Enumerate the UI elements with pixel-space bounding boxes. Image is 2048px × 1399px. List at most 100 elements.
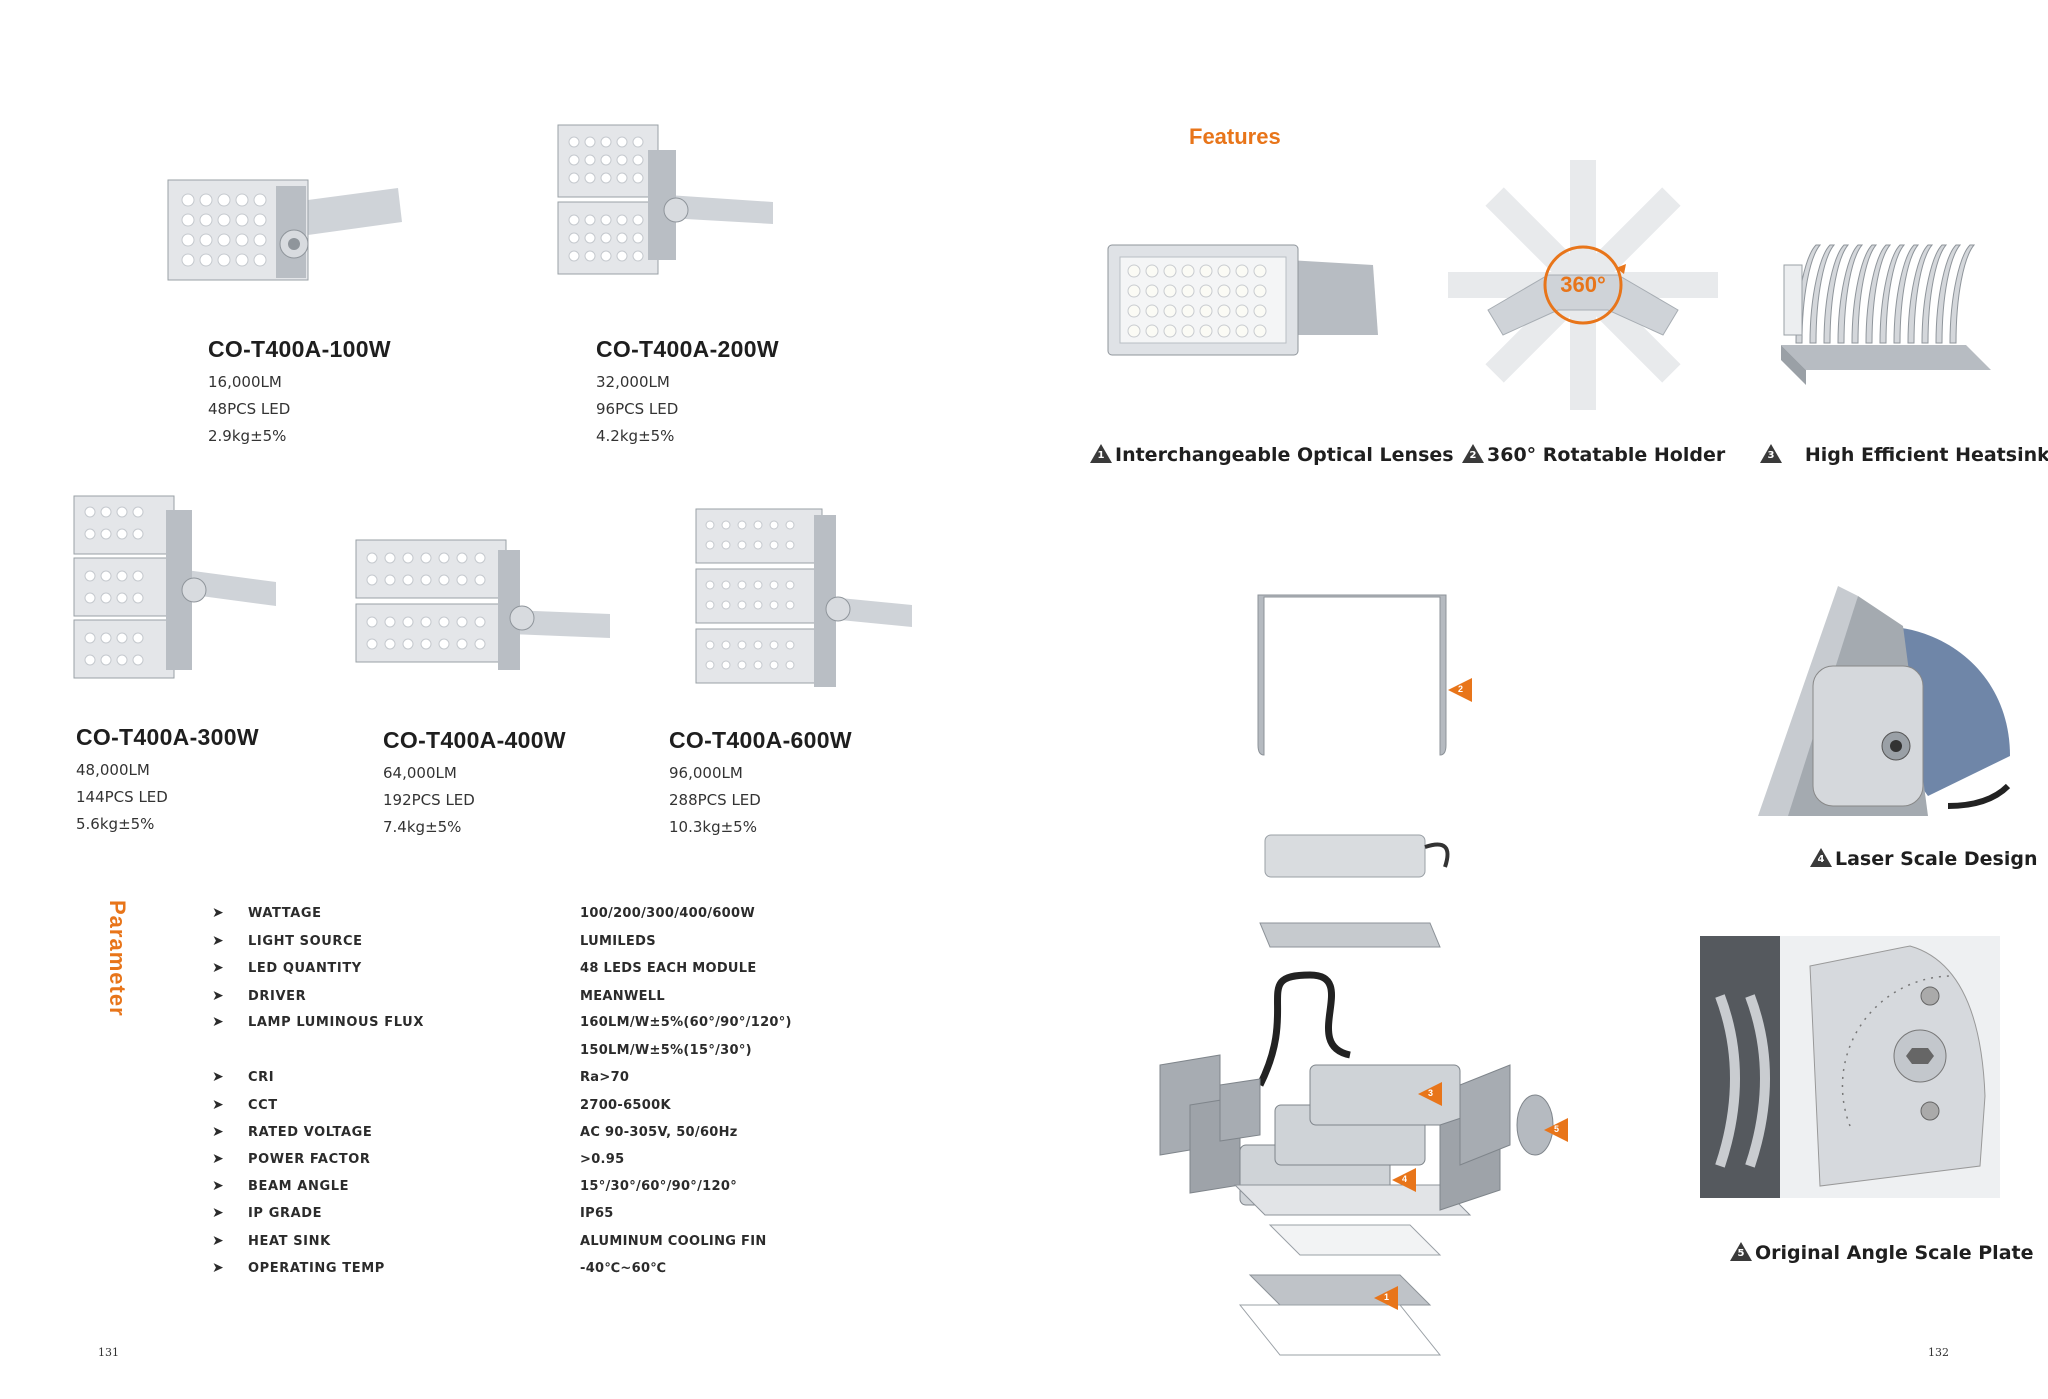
exploded-view-diagram: [1159, 594, 1554, 1356]
param-name: CCT: [248, 1097, 278, 1113]
arrow-icon: ➤: [212, 1013, 224, 1029]
callout-marker-3: 3: [1418, 1082, 1442, 1106]
arrow-icon: ➤: [212, 904, 224, 920]
led-count: 48PCS LED: [208, 400, 291, 418]
led-count: 144PCS LED: [76, 788, 168, 806]
led-count: 96PCS LED: [596, 400, 679, 418]
warning-number-icon: 2: [1462, 444, 1484, 463]
product-image-100w: [167, 179, 402, 281]
arrow-icon: ➤: [212, 1068, 224, 1084]
rotate-badge: 360°: [1560, 272, 1606, 297]
arrow-icon: ➤: [212, 1095, 224, 1112]
feature-label: High Efficient Heatsink: [1804, 444, 2048, 466]
param-name: LIGHT SOURCE: [248, 933, 363, 949]
param-value: AC 90-305V, 50/60Hz: [580, 1124, 738, 1140]
product-card-100w: CO-T400A-100W 16,000LM 48PCS LED 2.9kg±5…: [208, 336, 391, 450]
model-name: CO-T400A-300W: [76, 724, 259, 750]
param-value: MEANWELL: [580, 988, 665, 1004]
param-name: LED QUANTITY: [248, 961, 362, 976]
lumens: 16,000LM: [208, 373, 282, 391]
param-value: 15°/30°/60°/90°/120°: [580, 1179, 737, 1194]
param-value: 48 LEDS EACH MODULE: [580, 961, 757, 976]
param-name: IP GRADE: [248, 1206, 323, 1221]
param-value: 2700-6500K: [580, 1097, 671, 1113]
feature-label: Laser Scale Design: [1835, 848, 2038, 870]
lumens: 96,000LM: [669, 764, 743, 782]
weight: 10.3kg±5%: [669, 818, 757, 836]
feature-label: Interchangeable Optical Lenses: [1115, 444, 1454, 466]
param-name: OPERATING TEMP: [248, 1260, 385, 1276]
product-card-400w: CO-T400A-400W 64,000LM 192PCS LED 7.4kg±…: [383, 727, 566, 841]
led-count: 288PCS LED: [669, 791, 761, 809]
arrow-icon: ➤: [212, 1231, 224, 1248]
param-value: LUMILEDS: [580, 933, 656, 949]
param-name: HEAT SINK: [248, 1233, 331, 1249]
angle-scale-plate-image: [1700, 936, 2000, 1198]
model-name: CO-T400A-200W: [596, 336, 779, 362]
product-card-300w: CO-T400A-300W 48,000LM 144PCS LED 5.6kg±…: [76, 724, 259, 838]
features-heading: Features: [1189, 124, 1281, 149]
warning-number-icon: 5: [1730, 1242, 1752, 1261]
product-image-600w: [695, 508, 912, 687]
param-value: 150LM/W±5%(15°/30°): [580, 1042, 752, 1058]
laser-scale-image: [1758, 586, 2011, 816]
weight: 7.4kg±5%: [383, 818, 462, 836]
param-value: -40℃~60℃: [580, 1260, 667, 1276]
arrow-icon: ➤: [212, 1258, 224, 1275]
param-name: WATTAGE: [248, 906, 322, 921]
lens-module-image: [1107, 244, 1378, 356]
weight: 2.9kg±5%: [208, 427, 287, 445]
callout-marker-2: 2: [1448, 678, 1472, 702]
model-name: CO-T400A-100W: [208, 336, 391, 362]
param-name: BEAM ANGLE: [248, 1179, 350, 1194]
arrow-icon: ➤: [212, 1122, 224, 1139]
feature-caption-heatsink: 3 High Efficient Heatsink: [1760, 444, 2048, 466]
param-value: IP65: [580, 1206, 614, 1221]
feature-label: Original Angle Scale Plate: [1755, 1242, 2034, 1264]
callout-marker-4: 4: [1392, 1168, 1416, 1192]
led-count: 192PCS LED: [383, 791, 475, 809]
callout-marker-1: 1: [1374, 1286, 1398, 1310]
arrow-icon: ➤: [212, 959, 224, 975]
parameter-table: ➤ WATTAGE 100/200/300/400/600W ➤ LIGHT SOUR…: [212, 904, 812, 1284]
arrow-icon: ➤: [212, 986, 224, 1003]
product-image-400w: [355, 539, 610, 670]
param-value: 160LM/W±5%(60°/90°/120°): [580, 1015, 792, 1030]
warning-number-icon: 4: [1810, 848, 1832, 867]
lumens: 32,000LM: [596, 373, 670, 391]
param-value: Ra>70: [580, 1070, 630, 1085]
param-value: ALUMINUM COOLING FIN: [580, 1233, 767, 1249]
param-name: DRIVER: [248, 988, 307, 1004]
product-image-300w: [73, 495, 276, 679]
page-number-right: 132: [1928, 1346, 1949, 1359]
parameter-heading: Parameter: [105, 900, 130, 1017]
lumens: 64,000LM: [383, 764, 457, 782]
product-card-200w: CO-T400A-200W 32,000LM 96PCS LED 4.2kg±5…: [596, 336, 779, 450]
page-number-left: 131: [98, 1346, 119, 1359]
product-image-200w: [557, 124, 773, 275]
weight: 5.6kg±5%: [76, 815, 155, 833]
param-name: CRI: [248, 1070, 275, 1085]
warning-number-icon: 1: [1090, 444, 1112, 463]
lumens: 48,000LM: [76, 761, 150, 779]
arrow-icon: ➤: [212, 1150, 224, 1166]
warning-number-icon: 3: [1760, 444, 1782, 463]
arrow-icon: ➤: [212, 931, 224, 948]
model-name: CO-T400A-600W: [669, 727, 852, 753]
param-value: 100/200/300/400/600W: [580, 906, 756, 921]
callout-marker-5: 5: [1544, 1118, 1568, 1142]
arrow-icon: ➤: [212, 1177, 224, 1193]
weight: 4.2kg±5%: [596, 427, 675, 445]
model-name: CO-T400A-400W: [383, 727, 566, 753]
arrow-icon: ➤: [212, 1204, 224, 1220]
rotatable-holder-image: 360°: [1448, 160, 1718, 410]
param-name: RATED VOLTAGE: [248, 1124, 373, 1140]
heatsink-image: [1781, 244, 1991, 385]
param-name: POWER FACTOR: [248, 1152, 371, 1167]
feature-label: 360° Rotatable Holder: [1487, 444, 1726, 466]
param-name: LAMP LUMINOUS FLUX: [248, 1015, 424, 1030]
